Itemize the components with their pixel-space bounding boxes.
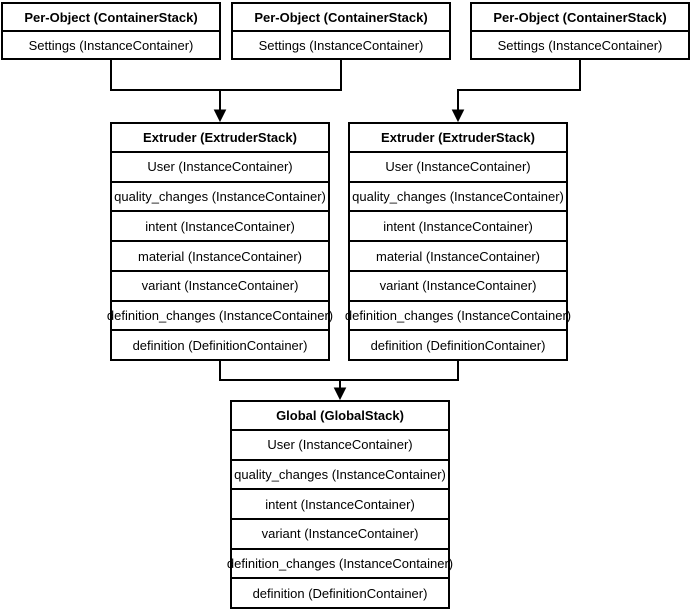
row-definition-changes: definition_changes (InstanceContainer) bbox=[345, 299, 571, 330]
row-user: User (InstanceContainer) bbox=[112, 151, 328, 181]
stack-title: Per-Object (ContainerStack) bbox=[24, 9, 198, 25]
extruder-stack-left: Extruder (ExtruderStack) User (InstanceC… bbox=[107, 122, 333, 361]
global-stack: Global (GlobalStack) User (InstanceConta… bbox=[227, 400, 453, 609]
arrowhead-global bbox=[333, 387, 347, 401]
connector-per-object-3-to-right-extruder bbox=[457, 60, 581, 111]
row-intent: intent (InstanceContainer) bbox=[350, 210, 566, 240]
row-settings: Settings (InstanceContainer) bbox=[3, 30, 219, 58]
row-quality-changes: quality_changes (InstanceContainer) bbox=[232, 458, 448, 489]
row-user: User (InstanceContainer) bbox=[232, 429, 448, 459]
extruder-stack-right: Extruder (ExtruderStack) User (InstanceC… bbox=[345, 122, 571, 361]
row-intent: intent (InstanceContainer) bbox=[232, 488, 448, 518]
row-definition-changes: definition_changes (InstanceContainer) bbox=[107, 299, 333, 330]
row-user: User (InstanceContainer) bbox=[350, 151, 566, 181]
row-material: material (InstanceContainer) bbox=[350, 240, 566, 270]
row-definition: definition (DefinitionContainer) bbox=[232, 577, 448, 607]
stack-title: Per-Object (ContainerStack) bbox=[254, 9, 428, 25]
row-settings: Settings (InstanceContainer) bbox=[233, 30, 449, 58]
row-definition: definition (DefinitionContainer) bbox=[350, 329, 566, 359]
connector-extruders-to-global bbox=[219, 361, 459, 381]
row-definition: definition (DefinitionContainer) bbox=[112, 329, 328, 359]
row-quality-changes: quality_changes (InstanceContainer) bbox=[112, 180, 328, 211]
per-object-stack-3: Per-Object (ContainerStack) Settings (In… bbox=[470, 2, 690, 60]
row-variant: variant (InstanceContainer) bbox=[350, 269, 566, 300]
row-settings: Settings (InstanceContainer) bbox=[472, 30, 688, 58]
per-object-stack-1: Per-Object (ContainerStack) Settings (In… bbox=[1, 2, 221, 60]
connector-per-object-1-2-to-left-extruder bbox=[110, 60, 342, 91]
stack-title: Per-Object (ContainerStack) bbox=[493, 9, 667, 25]
arrowhead-right-extruder bbox=[451, 109, 465, 123]
row-variant: variant (InstanceContainer) bbox=[112, 269, 328, 300]
row-quality-changes: quality_changes (InstanceContainer) bbox=[350, 180, 566, 211]
stack-title: Extruder (ExtruderStack) bbox=[381, 130, 535, 145]
row-material: material (InstanceContainer) bbox=[112, 240, 328, 270]
row-variant: variant (InstanceContainer) bbox=[232, 518, 448, 548]
arrowhead-left-extruder bbox=[213, 109, 227, 123]
per-object-stack-2: Per-Object (ContainerStack) Settings (In… bbox=[231, 2, 451, 60]
stack-title: Extruder (ExtruderStack) bbox=[143, 130, 297, 145]
row-definition-changes: definition_changes (InstanceContainer) bbox=[227, 547, 453, 578]
row-intent: intent (InstanceContainer) bbox=[112, 210, 328, 240]
stack-title: Global (GlobalStack) bbox=[276, 408, 404, 423]
